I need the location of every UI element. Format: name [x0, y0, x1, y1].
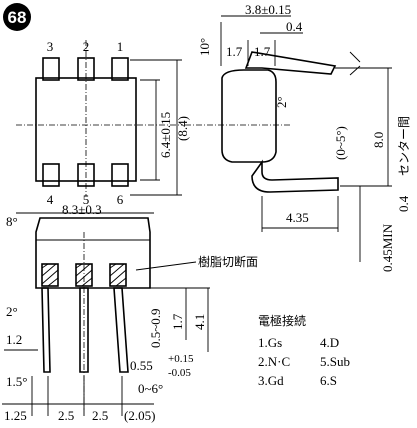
- front-angle-bottom-left: 1.5°: [6, 374, 27, 389]
- top-pin-2: [77, 57, 95, 81]
- front-lead-1: [41, 287, 51, 373]
- bottom-dim-1: 1.25: [4, 408, 27, 423]
- top-view: 3 2 1 4 5 6 6.4±0.15 (8.4): [16, 39, 190, 207]
- front-height-dim: 4.1: [192, 314, 207, 330]
- front-width-dim: 8.3±0.3: [62, 202, 102, 217]
- front-lead-3: [113, 287, 129, 373]
- pin-legend-title: 電極接続: [258, 313, 306, 328]
- lower-lead: [251, 159, 339, 193]
- top-height-dim: 6.4±0.15: [158, 112, 173, 158]
- side-view: 3.8±0.15 0.4 1.7 1.7 10° 2° (0~5°) 8.0 セ…: [185, 2, 411, 272]
- top-span-dim: (8.4): [175, 116, 190, 141]
- bottom-dim-2: 2.5: [58, 408, 74, 423]
- front-angle-left: 2°: [6, 304, 18, 319]
- side-lead-spacing-a: 1.7: [226, 44, 243, 59]
- side-lead-spacing-b: 1.7: [254, 44, 271, 59]
- bottom-dim-4: (2.05): [124, 408, 155, 423]
- side-thickness-dim: 0.4: [396, 195, 411, 212]
- front-view-body: [35, 217, 151, 289]
- top-pin-1: [111, 57, 129, 81]
- pin-label-1: 1: [117, 39, 124, 54]
- dim-arrow: [349, 65, 361, 76]
- front-lead-tol-plus: +0.15: [168, 353, 194, 365]
- side-center-note: センター間: [397, 116, 411, 176]
- resin-cut-section-3: [109, 263, 127, 287]
- pin-label-5: 5: [83, 192, 90, 207]
- pin-label-3: 3: [47, 39, 54, 54]
- upper-lead: [244, 51, 337, 75]
- pin-legend: 電極接続 1.Gs 4.D 2.N·C 5.Sub 3.Gd 6.S: [258, 313, 350, 388]
- resin-cut-section-2: [75, 263, 93, 287]
- pin-legend-2: 2.N·C: [258, 354, 290, 369]
- side-angle-top: 10°: [197, 38, 212, 56]
- side-min-dim: 0.45MIN: [380, 223, 395, 272]
- pin-legend-1: 1.Gs: [258, 335, 282, 350]
- pin-label-4: 4: [47, 192, 54, 207]
- side-gap-dim: 0.4: [286, 19, 303, 34]
- pin-legend-5: 5.Sub: [320, 354, 350, 369]
- front-standoff-dim: 0.5~0.9: [148, 308, 163, 348]
- pin-legend-3: 3.Gd: [258, 373, 284, 388]
- bottom-dim-3: 2.5: [92, 408, 108, 423]
- dim-arrow: [349, 51, 361, 63]
- front-lead-2: [79, 287, 89, 373]
- side-lead-length: 4.35: [286, 210, 309, 225]
- figure-number: 68: [8, 8, 27, 27]
- pin-label-2: 2: [83, 39, 90, 54]
- front-pitch-left: 1.2: [6, 332, 22, 347]
- side-lead-angle: (0~5°): [333, 126, 348, 160]
- figure-number-badge: 68: [3, 3, 31, 31]
- pin-legend-4: 4.D: [320, 335, 339, 350]
- hatch: [75, 263, 93, 287]
- front-lead-tol-minus: -0.05: [168, 367, 191, 379]
- side-view-body: [221, 69, 277, 163]
- front-angle-top: 8°: [6, 214, 18, 229]
- front-view: 8° 8.3±0.3 樹脂切断面 0.5~0.9 1.7 4.1 2° 1.2 …: [2, 202, 258, 423]
- hatch: [41, 263, 59, 287]
- bottom-pin-6: [111, 163, 129, 187]
- side-width-dim: 3.8±0.15: [245, 2, 291, 17]
- hatch: [109, 263, 127, 287]
- bottom-pin-4: [42, 163, 60, 187]
- note-leader: [135, 261, 197, 271]
- front-lead-dim: 1.7: [170, 313, 185, 330]
- front-lead-width: 0.55: [130, 358, 153, 373]
- front-material-note: 樹脂切断面: [198, 254, 258, 269]
- pin-legend-6: 6.S: [320, 373, 337, 388]
- front-lead-bend: 0~6°: [138, 381, 163, 396]
- top-pin-3: [42, 57, 60, 81]
- resin-cut-section-1: [41, 263, 59, 287]
- pin-label-6: 6: [117, 192, 124, 207]
- side-center-dim: 8.0: [371, 132, 386, 148]
- side-angle-mid: 2°: [274, 96, 289, 108]
- figure-badge-circle: [3, 3, 31, 31]
